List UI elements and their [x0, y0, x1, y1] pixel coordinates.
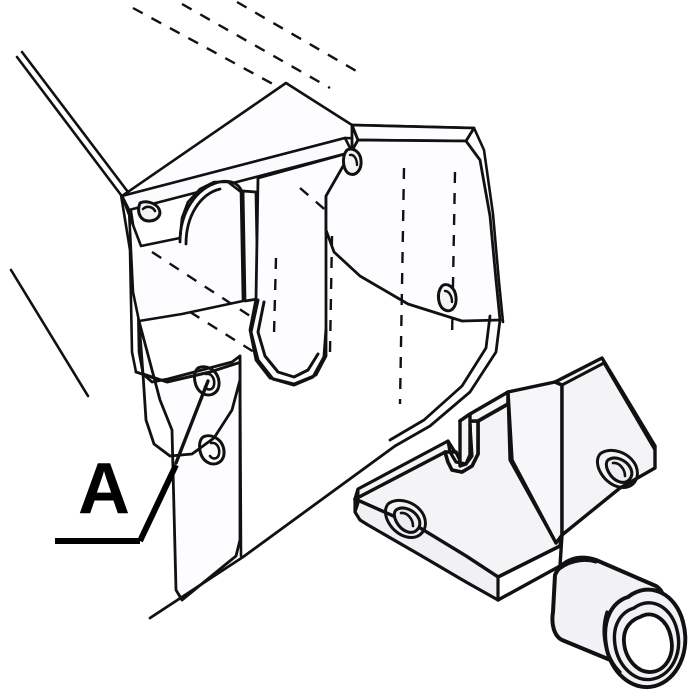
callout-a: A [55, 449, 179, 544]
hole-lower-left-upper [193, 365, 221, 397]
bushing-bore [622, 612, 674, 674]
flanged-bushing [550, 555, 688, 690]
angle-bracket [353, 356, 657, 602]
hidden-construction-lines-body [272, 167, 457, 405]
callout-a-label: A [78, 449, 130, 529]
angle-bracket-left-side-strip [353, 487, 360, 514]
callout-a-leader [137, 463, 179, 543]
bracket-top-right-fold [350, 123, 476, 143]
hole-left-web-upper [137, 200, 162, 223]
hole-angle-bracket-right [595, 449, 639, 489]
bracket-right-angled-face [324, 138, 502, 323]
hidden-construction-lines-top [132, 0, 359, 98]
hole-lower-left-lower [198, 434, 226, 466]
hole-angle-bracket-left [383, 499, 427, 539]
hole-right-face [436, 283, 458, 313]
hidden-construction-lines-mid [151, 187, 331, 354]
hole-top-flange-right [341, 147, 363, 176]
main-u-channel-bracket [120, 81, 505, 620]
